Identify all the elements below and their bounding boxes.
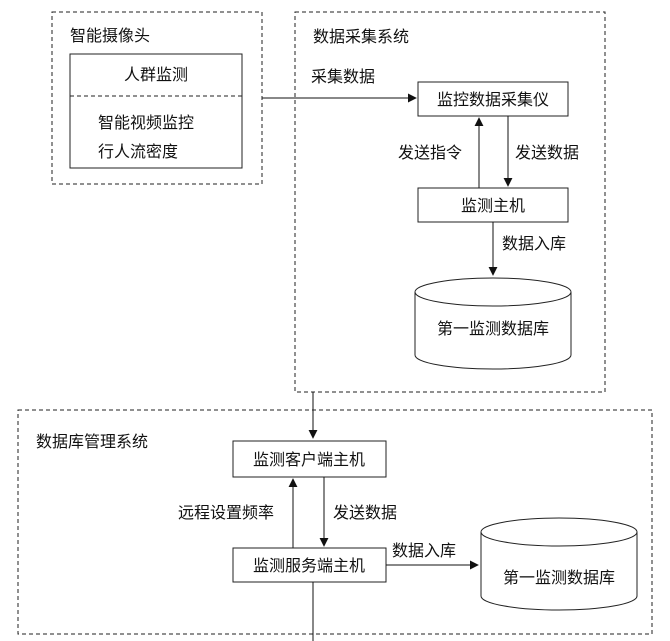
camera-box-line-1: 智能视频监控 <box>98 113 194 132</box>
camera-box-top-label: 人群监测 <box>124 65 188 84</box>
remote-set-label: 远程设置频率 <box>178 503 274 522</box>
camera-box <box>69 53 243 169</box>
database-2-cylinder <box>480 517 638 611</box>
acquisition-group-frame <box>294 11 606 393</box>
store-label-1: 数据入库 <box>502 234 566 253</box>
send-data-label: 发送数据 <box>515 143 579 162</box>
host-label: 监测主机 <box>461 196 525 215</box>
database-1-cylinder <box>414 277 572 370</box>
mgmt-send-data-label: 发送数据 <box>333 503 397 522</box>
collect-data-label: 采集数据 <box>311 67 375 86</box>
acquisition-group-title: 数据采集系统 <box>313 27 409 46</box>
management-group-frame <box>17 409 653 635</box>
collector-box <box>417 81 569 117</box>
server-host-box <box>232 547 387 583</box>
client-host-box <box>232 440 387 478</box>
client-host-label: 监测客户端主机 <box>253 450 365 469</box>
database-2-label: 第一监测数据库 <box>503 568 615 587</box>
camera-group-title: 智能摄像头 <box>70 26 150 45</box>
database-1-label: 第一监测数据库 <box>437 319 549 338</box>
camera-box-line-2: 行人流密度 <box>98 142 178 161</box>
server-host-label: 监测服务端主机 <box>253 556 365 575</box>
command-label: 发送指令 <box>398 143 462 162</box>
mgmt-store-label: 数据入库 <box>392 541 456 560</box>
host-box <box>417 187 569 223</box>
management-group-title: 数据库管理系统 <box>36 432 148 451</box>
collector-label: 监控数据采集仪 <box>437 90 549 109</box>
